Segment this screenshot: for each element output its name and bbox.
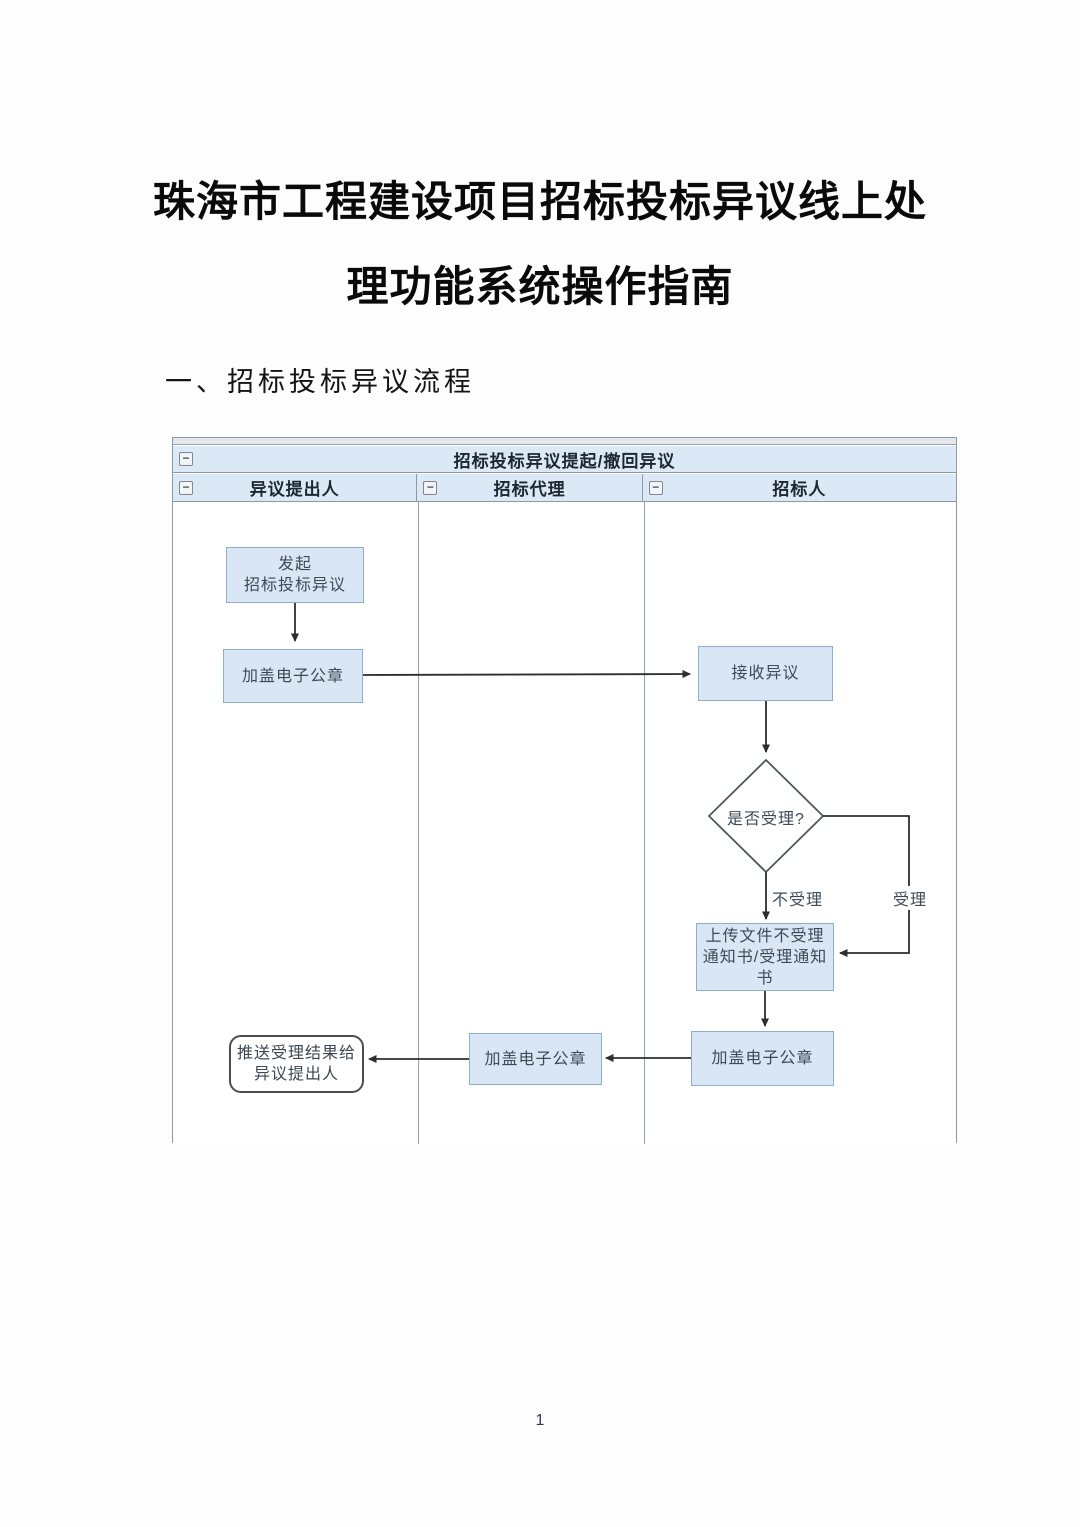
lane-label-objector: 异议提出人 bbox=[249, 480, 340, 499]
node-push-result: 推送受理结果给 异议提出人 bbox=[229, 1035, 364, 1093]
lane-header-objector: − 异议提出人 bbox=[173, 474, 418, 502]
node-upload-notice: 上传文件不受理 通知书/受理通知 书 bbox=[696, 923, 834, 991]
node-receive-objection: 接收异议 bbox=[698, 646, 833, 701]
node-upload-line2: 通知书/受理通知 bbox=[702, 948, 828, 966]
edge-seal-to-receive bbox=[362, 670, 691, 679]
page-number: 1 bbox=[535, 1412, 545, 1429]
node-initiate-objection: 发起 招标投标异议 bbox=[226, 547, 364, 603]
node-initiate-line2: 招标投标异议 bbox=[243, 577, 346, 594]
edge-label-accept: 受理 bbox=[891, 886, 930, 910]
node-seal-requester: 加盖电子公章 bbox=[223, 649, 363, 703]
lane-header-row: − 异议提出人 − 招标代理 − 招标人 bbox=[173, 474, 956, 502]
edge-label-reject: 不受理 bbox=[772, 892, 824, 909]
node-seal-agency-label: 加盖电子公章 bbox=[484, 1050, 587, 1068]
lane-separator bbox=[644, 502, 645, 1144]
document-title-line1: 珠海市工程建设项目招标投标异议线上处 bbox=[152, 178, 927, 225]
node-upload-line1: 上传文件不受理 bbox=[705, 927, 825, 945]
node-push-line2: 异议提出人 bbox=[253, 1066, 339, 1083]
section-heading: 一、招标投标异议流程 bbox=[165, 367, 475, 397]
collapse-minus-icon: − bbox=[648, 480, 663, 495]
node-seal-agency: 加盖电子公章 bbox=[469, 1033, 602, 1085]
node-seal-bidder: 加盖电子公章 bbox=[691, 1031, 834, 1086]
node-seal-bidder-label: 加盖电子公章 bbox=[711, 1050, 814, 1067]
lane-separator bbox=[418, 502, 419, 1144]
decision-label: 是否受理? bbox=[727, 811, 805, 828]
pool-top-strip bbox=[173, 438, 956, 445]
lane-label-agency: 招标代理 bbox=[493, 480, 566, 499]
lane-label-bidder: 招标人 bbox=[772, 480, 827, 499]
node-receive-label: 接收异议 bbox=[731, 665, 800, 682]
node-initiate-line1: 发起 bbox=[277, 556, 312, 573]
flowchart-pool: − 招标投标异议提起/撤回异议 − 异议提出人 − 招标代理 − 招标人 bbox=[172, 437, 957, 1144]
pool-title-row: − 招标投标异议提起/撤回异议 bbox=[173, 446, 956, 473]
node-upload-line3: 书 bbox=[756, 969, 774, 987]
node-push-line1: 推送受理结果给 bbox=[236, 1045, 356, 1062]
node-seal-requester-label: 加盖电子公章 bbox=[241, 667, 344, 685]
flow-connectors bbox=[291, 603, 910, 1063]
document-title-line2: 理功能系统操作指南 bbox=[346, 263, 734, 310]
lane-header-agency: − 招标代理 bbox=[417, 474, 643, 502]
edge-decision-yes-to-upload bbox=[823, 815, 910, 957]
collapse-minus-icon: − bbox=[423, 480, 438, 495]
pool-title: 招标投标异议提起/撤回异议 bbox=[453, 451, 676, 471]
collapse-minus-icon: − bbox=[179, 452, 193, 466]
collapse-minus-icon: − bbox=[179, 480, 193, 495]
lane-header-bidder: − 招标人 bbox=[642, 474, 956, 502]
